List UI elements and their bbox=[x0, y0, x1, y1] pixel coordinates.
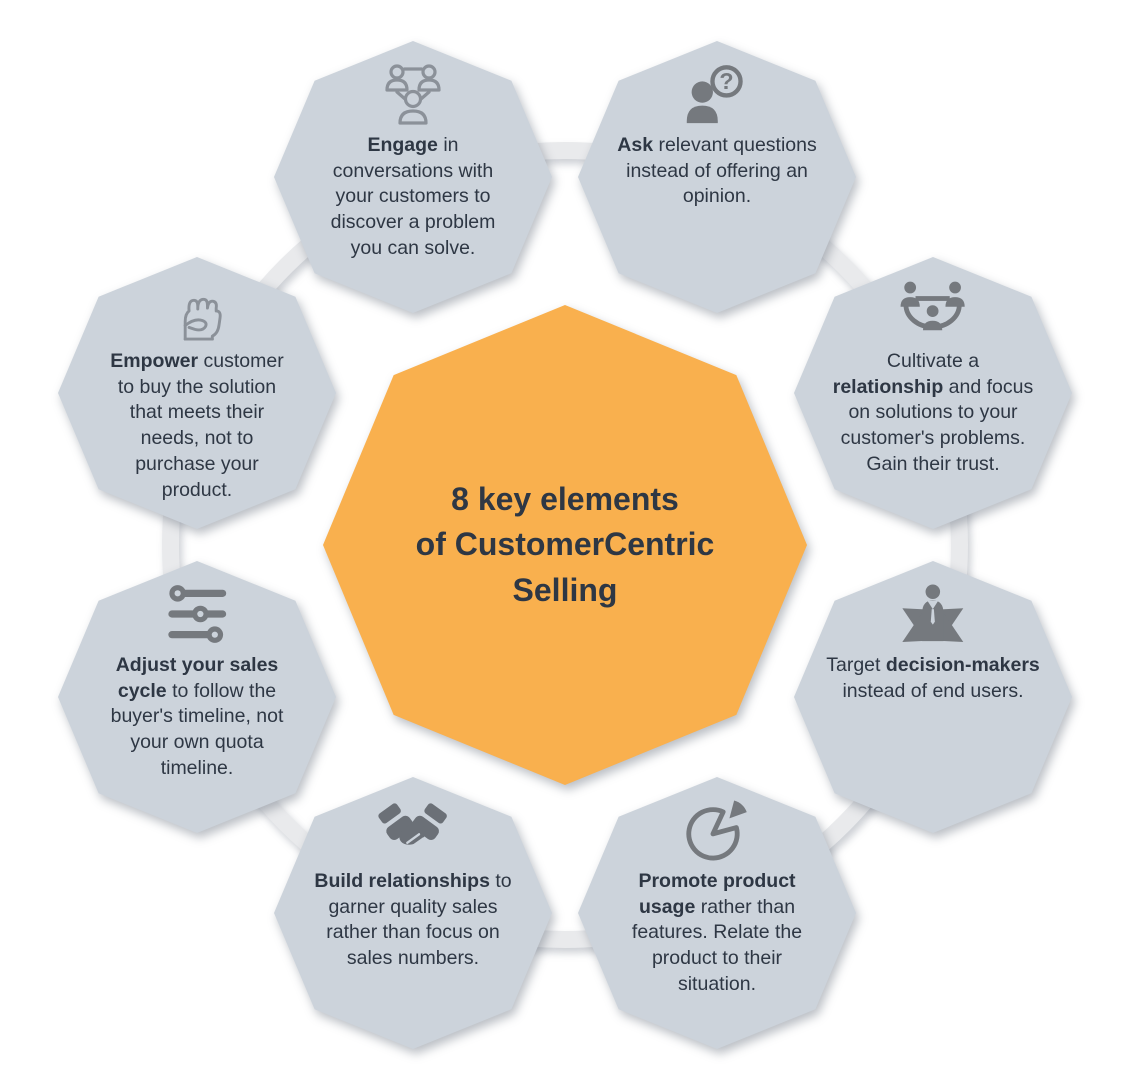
node-ask-text: Ask relevant questions instead of offeri… bbox=[617, 134, 817, 208]
node-build-octagon: Build relationships to garner quality sa… bbox=[274, 777, 552, 1049]
node-relationship-text: Cultivate a relationship and focus on so… bbox=[832, 350, 1034, 475]
sliders-icon bbox=[168, 585, 226, 643]
fist-icon bbox=[183, 297, 222, 341]
node-promote-octagon: Promote product usage rather than featur… bbox=[578, 777, 856, 1049]
node-empower: Empower customer to buy the solution tha… bbox=[58, 257, 336, 529]
node-relationship-octagon: Cultivate a relationship and focus on so… bbox=[794, 257, 1072, 529]
businessman-arrows-icon bbox=[902, 584, 964, 642]
node-ask: ? Ask relevant questions instead of offe… bbox=[578, 41, 856, 313]
node-engage-octagon: Engage in conversations with your custom… bbox=[274, 41, 552, 313]
node-adjust-octagon: Adjust your sales cycle to follow the bu… bbox=[58, 561, 336, 833]
diagram-title: 8 key elements of CustomerCentric Sellin… bbox=[415, 480, 715, 608]
node-empower-text: Empower customer to buy the solution tha… bbox=[110, 350, 284, 501]
node-engage: Engage in conversations with your custom… bbox=[274, 41, 552, 313]
node-engage-text: Engage in conversations with your custom… bbox=[330, 134, 496, 259]
node-decision-makers-text: Target decision-makers instead of end us… bbox=[826, 654, 1040, 702]
node-decision-makers: Target decision-makers instead of end us… bbox=[794, 561, 1072, 833]
node-decision-makers-octagon: Target decision-makers instead of end us… bbox=[794, 561, 1072, 833]
people-network-icon bbox=[385, 64, 441, 125]
node-build: Build relationships to garner quality sa… bbox=[274, 777, 552, 1049]
node-promote: Promote product usage rather than featur… bbox=[578, 777, 856, 1049]
node-empower-octagon: Empower customer to buy the solution tha… bbox=[58, 257, 336, 529]
center-octagon: 8 key elements of CustomerCentric Sellin… bbox=[323, 305, 807, 785]
person-question-icon: ? bbox=[686, 65, 743, 124]
node-adjust-text: Adjust your sales cycle to follow the bu… bbox=[110, 654, 284, 779]
svg-text:?: ? bbox=[720, 68, 734, 94]
node-relationship: Cultivate a relationship and focus on so… bbox=[794, 257, 1072, 529]
group-connection-icon bbox=[900, 281, 966, 331]
node-promote-text: Promote product usage rather than featur… bbox=[631, 870, 803, 995]
center-node: 8 key elements of CustomerCentric Sellin… bbox=[323, 305, 807, 785]
node-ask-octagon: ? Ask relevant questions instead of offe… bbox=[578, 41, 856, 313]
pie-chart-icon bbox=[686, 800, 747, 861]
node-build-text: Build relationships to garner quality sa… bbox=[314, 870, 512, 970]
node-adjust: Adjust your sales cycle to follow the bu… bbox=[58, 561, 336, 833]
handshake-icon bbox=[378, 803, 448, 850]
